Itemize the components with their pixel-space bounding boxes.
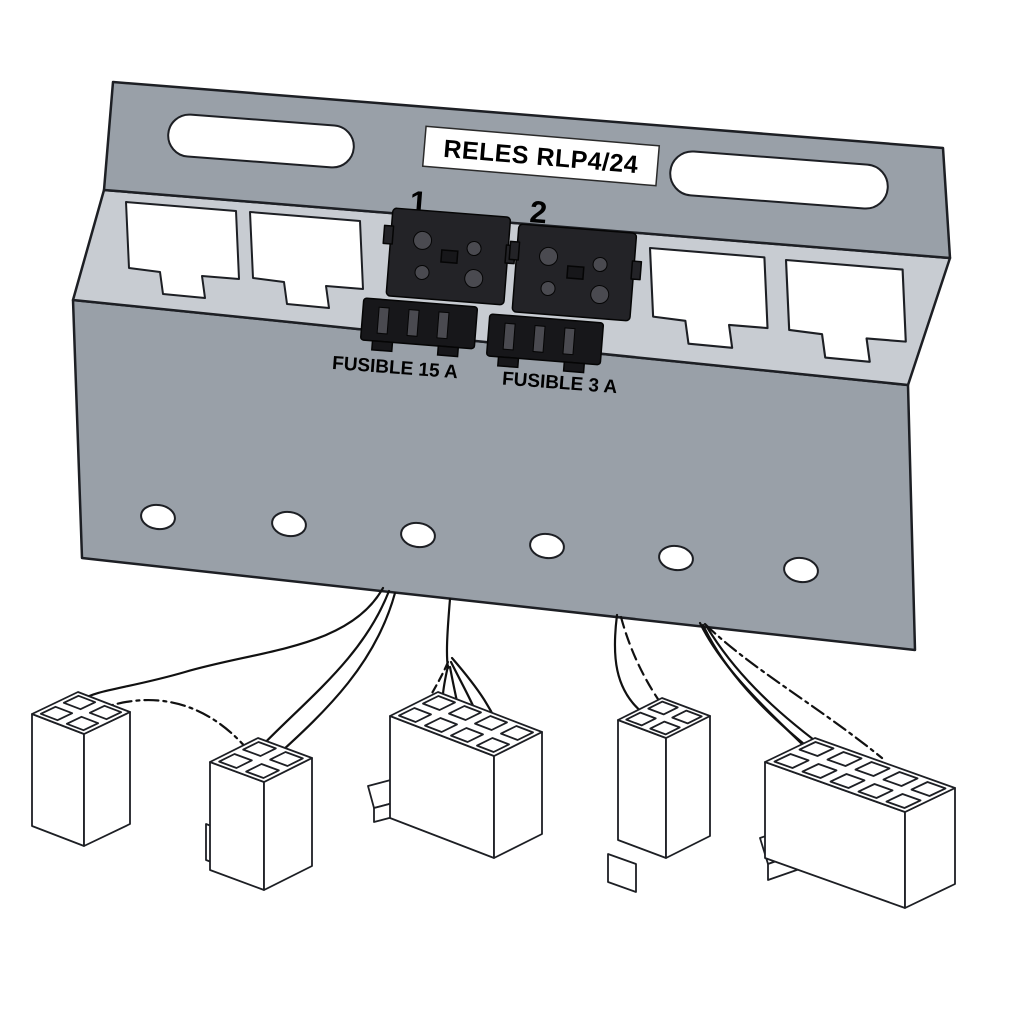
connector-pin-hole xyxy=(649,720,681,736)
wire-black-to-connector-1 xyxy=(80,586,385,702)
connector-pin-hole xyxy=(88,704,123,721)
fuse-rib xyxy=(562,327,576,356)
connector-pin-hole xyxy=(910,781,947,797)
connector-pin-hole xyxy=(448,705,482,721)
connector-pin-hole xyxy=(671,709,703,725)
fuse-foot xyxy=(436,345,460,358)
fuse-rib xyxy=(532,325,546,353)
connector-4 xyxy=(607,697,711,893)
connector-pin-hole xyxy=(39,705,74,722)
connector-side-face xyxy=(665,715,711,859)
connector-pin-hole xyxy=(773,753,810,769)
fuse-rib xyxy=(436,311,450,340)
connector-pin-hole xyxy=(801,763,838,779)
connector-pin-hole xyxy=(500,725,534,741)
connector-front-face xyxy=(209,761,265,891)
connector-pin-hole xyxy=(625,711,657,727)
connector-pin-hole xyxy=(422,695,456,711)
panel-label-band xyxy=(421,125,661,187)
connector-top-face xyxy=(764,737,956,813)
connector-pin-hole xyxy=(218,753,253,769)
connector-5 xyxy=(759,737,956,909)
mounting-hole-5 xyxy=(658,544,694,572)
relay-contact xyxy=(414,264,430,280)
connector-pin-hole xyxy=(398,707,432,723)
wire-black-hidden-to-connector-5 xyxy=(703,622,884,760)
wire-trunk-to-connector-3 xyxy=(445,597,452,670)
connector-top-face xyxy=(31,691,131,735)
connector-pin-hole xyxy=(245,763,280,779)
connector-pin-hole xyxy=(857,783,894,799)
connector-front-face xyxy=(617,719,667,859)
mounting-bracket: RELES RLP4/24 1 2 xyxy=(71,80,952,652)
connector-top-face xyxy=(389,691,543,757)
connector-pin-hole xyxy=(476,737,510,753)
fuse-foot xyxy=(497,355,520,369)
relay-contact xyxy=(466,240,482,256)
fuse-rib xyxy=(406,309,420,337)
mounting-hole-1 xyxy=(140,503,176,531)
fuse-rib xyxy=(502,322,516,351)
connector-pin-hole xyxy=(798,741,835,757)
connector-2 xyxy=(205,737,313,891)
connector-1 xyxy=(31,691,131,847)
connector-pin-hole xyxy=(854,761,891,777)
relay-contact xyxy=(590,285,610,305)
flange-slot-right xyxy=(669,150,889,210)
mounting-hole-6 xyxy=(783,556,819,584)
relay-keyway xyxy=(566,265,585,280)
relay-tab xyxy=(630,260,643,281)
connector-pin-hole xyxy=(65,715,100,732)
connector-4-foot xyxy=(607,853,637,893)
relay-contact xyxy=(464,269,484,289)
connector-pin-hole xyxy=(474,715,508,731)
connector-pin-hole xyxy=(647,700,679,716)
connector-front-face xyxy=(31,713,85,847)
relay-tab xyxy=(508,240,521,261)
connector-3 xyxy=(367,691,543,859)
relay-contact xyxy=(539,246,559,266)
position-label-2: 2 xyxy=(529,194,549,230)
wire-magenta-to-connector-5 xyxy=(701,623,826,762)
mounting-hole-2 xyxy=(271,510,307,538)
mounting-hole-3 xyxy=(400,521,436,549)
relay-socket-1 xyxy=(360,207,517,358)
connector-top-face xyxy=(617,697,711,739)
fuse-foot xyxy=(562,361,586,374)
fuse-rib xyxy=(376,306,390,335)
connector-pin-hole xyxy=(450,727,484,743)
wire-blue-to-connector-2 xyxy=(270,591,397,762)
fuse-foot xyxy=(371,339,394,353)
relay-tab xyxy=(382,224,395,245)
relay-keyway xyxy=(440,249,459,264)
connector-pin-hole xyxy=(826,751,863,767)
connector-pin-hole xyxy=(882,771,919,787)
relay-contact xyxy=(592,256,608,272)
connector-pin-hole xyxy=(62,694,97,711)
connector-pin-hole xyxy=(242,741,277,757)
connector-top-face xyxy=(209,737,313,783)
flange-slot-left xyxy=(167,113,355,169)
relay-socket-2 xyxy=(486,223,643,374)
connector-side-face xyxy=(83,711,131,847)
wire-magenta-to-connector-2 xyxy=(250,589,391,758)
fuse-holder-1 xyxy=(360,297,479,358)
fuse-holder-2 xyxy=(486,313,605,374)
fuse-holder-body xyxy=(486,313,605,366)
connector-pin-hole xyxy=(269,751,304,767)
fuse-holder-body xyxy=(360,297,479,350)
mounting-holes xyxy=(140,503,819,584)
wire-orange-to-connector-4 xyxy=(613,613,646,716)
mounting-hole-4 xyxy=(529,532,565,560)
connector-pin-hole xyxy=(424,717,458,733)
relay-contact xyxy=(413,230,433,250)
connector-pin-hole xyxy=(829,773,866,789)
relay-contact xyxy=(540,280,556,296)
connector-pin-hole xyxy=(885,793,922,809)
